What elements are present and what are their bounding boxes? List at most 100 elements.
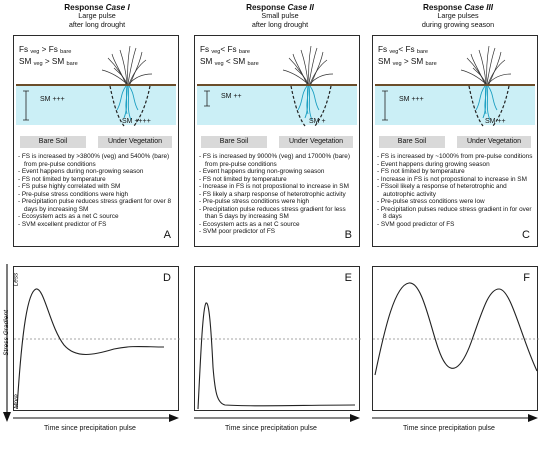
root-zone-boundary bbox=[492, 85, 510, 127]
header-case: Case III bbox=[464, 3, 494, 12]
y-axis-bottom-label: More bbox=[12, 394, 20, 409]
bare-soil-label: Bare Soil bbox=[201, 136, 267, 148]
plant-diagram bbox=[204, 45, 334, 127]
under-vegetation-label: Under Vegetation bbox=[279, 136, 353, 148]
response-curve bbox=[374, 282, 538, 376]
y-axis-arrow bbox=[3, 264, 11, 422]
sm-veg-label: SM ++++ bbox=[122, 118, 151, 125]
panel-letter: D bbox=[163, 272, 171, 284]
list-item: - Precipitation pulse reduces stress gra… bbox=[18, 198, 172, 213]
panel-letter: A bbox=[163, 229, 171, 241]
roots-icon bbox=[116, 85, 139, 121]
grass-icon bbox=[460, 45, 512, 85]
soil-surface-line bbox=[16, 84, 176, 86]
response-curve bbox=[16, 288, 165, 410]
depth-bracket bbox=[23, 90, 29, 121]
header-subtitle: Large pulse bbox=[78, 11, 116, 21]
panel-letter: F bbox=[523, 272, 530, 284]
bullet-list: - FS is increased by 9000% (veg) and 170… bbox=[199, 153, 357, 236]
grass-icon bbox=[282, 45, 334, 85]
graph-e: E bbox=[194, 266, 361, 411]
soil-surface-line bbox=[375, 84, 535, 86]
header-subtitle: after long drought bbox=[68, 19, 126, 29]
sm-bare-label: SM +++ bbox=[40, 96, 65, 103]
list-item: - Event happens during growing season bbox=[377, 160, 490, 168]
sm-veg-label: SM + bbox=[309, 118, 326, 125]
header-subtitle: during growing season bbox=[421, 19, 495, 29]
root-zone-boundary bbox=[314, 85, 332, 127]
list-item: - FS likely a sharp response of heterotr… bbox=[199, 190, 346, 198]
list-item: - Ecosystem acts as a net C source bbox=[199, 220, 300, 228]
plant-diagram bbox=[23, 45, 153, 127]
list-item: - SVM poor predictor of FS bbox=[199, 228, 276, 236]
header-case: Case II bbox=[287, 3, 314, 12]
stress-curve-f bbox=[373, 282, 539, 376]
x-axis-label: Time since precipitation pulse bbox=[403, 425, 495, 432]
header-case-3: Response Case III Large pulses during gr… bbox=[373, 3, 543, 29]
list-item: - FS is increased by >3800% (veg) and 54… bbox=[18, 153, 170, 168]
panel-letter: B bbox=[344, 229, 352, 241]
graph-f: F bbox=[372, 266, 539, 411]
bare-soil-label: Bare Soil bbox=[20, 136, 86, 148]
list-item: - FS not limited by temperature bbox=[18, 175, 106, 183]
y-axis-top-label: Less bbox=[12, 272, 20, 287]
depth-bracket bbox=[382, 90, 388, 121]
header-prefix: Response bbox=[64, 3, 106, 12]
panel-b: Fs veg< Fs bare SM veg < SM bare SM ++ S… bbox=[194, 35, 360, 247]
list-item: - FSsoil likely a response of heterotrop… bbox=[377, 183, 507, 198]
soil-surface-line bbox=[197, 84, 357, 86]
list-item: - Precipitation pulses reduce stress gra… bbox=[377, 205, 532, 221]
root-zone-boundary bbox=[133, 85, 151, 127]
roots-icon bbox=[475, 85, 498, 121]
list-item: - FS is increased by 9000% (veg) and 170… bbox=[199, 153, 350, 168]
header-subtitle: Small pulse bbox=[261, 11, 299, 21]
header-subtitle: Large pulses bbox=[437, 11, 479, 21]
header-prefix: Response bbox=[422, 3, 465, 12]
grass-icon bbox=[101, 45, 153, 85]
list-item: - Event happens during non-growing seaso… bbox=[18, 168, 144, 176]
under-vegetation-label: Under Vegetation bbox=[457, 136, 531, 148]
response-curve bbox=[197, 302, 356, 410]
panel-letter: E bbox=[344, 272, 352, 284]
flux-comparison: Fs veg< Fs bare SM veg < SM bare bbox=[200, 45, 259, 67]
x-axis-label: Time since precipitation pulse bbox=[225, 425, 317, 432]
list-item: - Pre-pulse stress conditions were low bbox=[377, 198, 485, 206]
sm-bare-label: SM +++ bbox=[399, 96, 424, 103]
bullet-list: - FS is increased by ~1000% from pre-pul… bbox=[377, 153, 535, 228]
header-prefix: Response bbox=[246, 3, 288, 12]
header-case: Case I bbox=[105, 3, 130, 12]
plant-diagram bbox=[382, 45, 512, 127]
flux-comparison: Fs veg< Fs bare SM veg > SM bare bbox=[378, 45, 437, 67]
sm-bare-label: SM ++ bbox=[221, 93, 242, 100]
header-case-2: Response Case II Small pulse after long … bbox=[195, 3, 365, 29]
list-item: - Pre-pulse stress conditions were high bbox=[18, 190, 129, 198]
stress-curve-e bbox=[195, 302, 361, 410]
list-item: - FS not limited by temperature bbox=[199, 175, 287, 183]
x-axis-arrows bbox=[13, 414, 538, 422]
panel-c: Fs veg< Fs bare SM veg > SM bare SM +++ … bbox=[372, 35, 538, 247]
header-subtitle: after long drought bbox=[251, 19, 309, 29]
graph-d: D bbox=[13, 266, 180, 411]
list-item: - Event happens during non-growing seaso… bbox=[199, 168, 325, 176]
sm-veg-label: SM ++ bbox=[485, 118, 506, 125]
bare-soil-label: Bare Soil bbox=[379, 136, 445, 148]
list-item: - Increase in FS is not propostional to … bbox=[377, 175, 527, 183]
list-item: - Precipitation pulse reduces stress gra… bbox=[199, 205, 346, 221]
under-vegetation-label: Under Vegetation bbox=[98, 136, 172, 148]
panel-a: Fs veg > Fs bare SM veg > SM bare SM +++… bbox=[13, 35, 179, 247]
root-zone-boundary bbox=[290, 85, 306, 127]
root-zone-boundary bbox=[468, 85, 484, 127]
list-item: - FS not limited by temperature bbox=[377, 168, 465, 176]
list-item: - FS pulse highly correlated with SM bbox=[18, 183, 121, 191]
root-zone-boundary bbox=[109, 85, 125, 127]
list-item: - SVM excellent predictor of FS bbox=[18, 220, 107, 228]
x-axis-label: Time since precipitation pulse bbox=[44, 425, 136, 432]
list-item: - Pre-pulse stress conditions were high bbox=[199, 198, 310, 206]
list-item: - Increase in FS is not propostional to … bbox=[199, 183, 349, 191]
list-item: - SVM good predictor of FS bbox=[377, 220, 455, 228]
list-item: - Ecosystem acts as a net C source bbox=[18, 213, 119, 221]
panel-letter: C bbox=[522, 229, 530, 241]
y-axis-label: Stress Gradient bbox=[3, 310, 10, 356]
list-item: - FS is increased by ~1000% from pre-pul… bbox=[377, 153, 533, 160]
bullet-list: - FS is increased by >3800% (veg) and 54… bbox=[18, 153, 176, 228]
